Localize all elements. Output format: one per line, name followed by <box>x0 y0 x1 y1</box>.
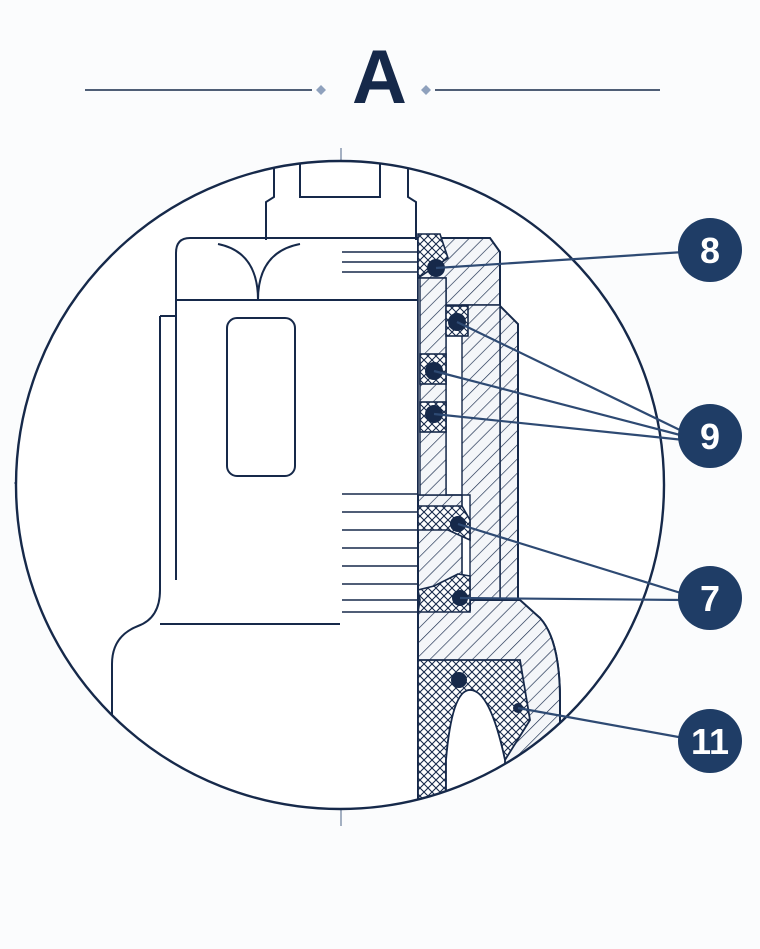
detail-title: A <box>352 35 408 120</box>
callout-11: 11 <box>678 709 742 773</box>
bore-threads <box>342 251 440 613</box>
hex-nut <box>175 237 419 316</box>
detail-circle-fill <box>16 161 664 809</box>
leader-7a <box>457 522 685 596</box>
callout-9: 9 <box>678 404 742 468</box>
seal-9-middle <box>419 353 447 385</box>
leader-9c <box>433 412 685 442</box>
svg-text:8: 8 <box>700 230 720 271</box>
title-rule-left <box>85 85 326 95</box>
leader-8 <box>435 250 685 270</box>
stem-shoulders <box>265 161 417 240</box>
callout-8: 8 <box>678 218 742 282</box>
stem-top <box>299 161 381 198</box>
seal-9-upper <box>445 305 469 337</box>
leader-7b <box>459 596 685 602</box>
valve-body-outline <box>111 315 340 809</box>
seal-8 <box>417 233 449 280</box>
seal-7-lower <box>417 573 471 613</box>
detail-circle <box>14 159 666 811</box>
leader-9b <box>433 369 685 438</box>
svg-text:7: 7 <box>700 578 720 619</box>
seal-9-lower <box>419 401 447 433</box>
sleeve-section <box>419 277 447 496</box>
svg-text:9: 9 <box>700 416 720 457</box>
callout-7: 7 <box>678 566 742 630</box>
leader-11 <box>517 706 685 740</box>
title-rule-right <box>421 85 660 95</box>
leader-9a <box>456 321 685 433</box>
svg-text:11: 11 <box>691 721 729 762</box>
